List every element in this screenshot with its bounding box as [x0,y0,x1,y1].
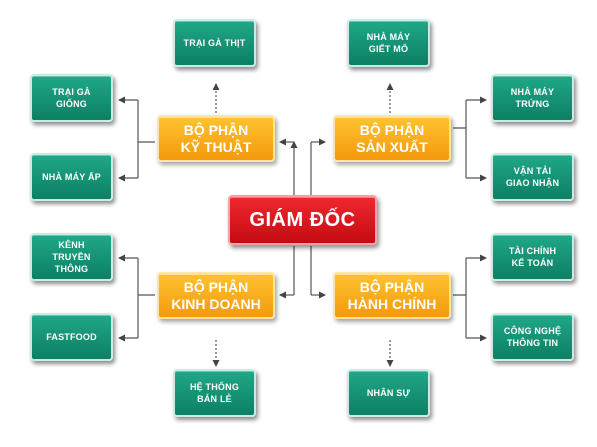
unit-van-tai-giao-nhan: VẬN TẢI GIAO NHẬN [491,153,574,201]
connector-kinh-doanh-split [137,258,155,338]
unit-he-thong-ban-le-label: HỆ THỐNG BÁN LẺ [189,382,240,404]
unit-he-thong-ban-le: HỆ THỐNG BÁN LẺ [173,369,256,417]
dept-kinh-doanh: BỘ PHẬN KINH DOANH [157,272,275,319]
ceo-box: GIÁM ĐỐC [228,195,377,245]
unit-nha-may-giet-mo: NHÀ MÁY GIẾT MỔ [347,19,430,67]
connector-ky-thuat-split [137,100,155,178]
unit-fastfood-label: FASTFOOD [46,332,97,342]
dept-hanh-chinh: BỘ PHẬN HÀNH CHÍNH [333,272,451,319]
unit-cong-nghe-thong-tin: CÔNG NGHỆ THÔNG TIN [491,313,574,361]
unit-fastfood: FASTFOOD [30,313,113,361]
unit-nha-may-trung: NHÀ MÁY TRỨNG [491,74,574,122]
ceo-label: GIÁM ĐỐC [249,208,356,231]
dept-san-xuat-label: BỘ PHẬN SẢN XUẤT [356,121,428,155]
unit-nha-may-trung-label: NHÀ MÁY TRỨNG [510,87,555,109]
unit-trai-ga-thit-label: TRẠI GÀ THỊT [183,38,246,48]
unit-nhan-su: NHÂN SỰ [347,369,430,417]
unit-nha-may-ap-label: NHÀ MÁY ẤP [42,172,101,182]
dept-san-xuat: BỘ PHẬN SẢN XUẤT [333,115,451,162]
connector-san-xuat-split [453,127,467,178]
unit-trai-ga-giong-label: TRẠI GÀ GIỐNG [52,87,91,109]
unit-tai-chinh-ke-toan-label: TÀI CHÍNH KẾ TOÁN [508,246,557,268]
unit-trai-ga-giong: TRẠI GÀ GIỐNG [30,74,113,122]
unit-kenh-truyen-thong-label: KÊNH TRUYỀN THÔNG [52,240,91,274]
unit-nhan-su-label: NHÂN SỰ [366,388,411,398]
dept-ky-thuat-label: BỘ PHẬN KỸ THUẬT [180,121,252,155]
unit-nha-may-giet-mo-label: NHÀ MÁY GIẾT MỔ [366,32,411,54]
dept-ky-thuat: BỘ PHẬN KỸ THUẬT [157,115,275,162]
unit-nha-may-ap: NHÀ MÁY ẤP [30,153,113,201]
unit-trai-ga-thit: TRẠI GÀ THỊT [173,19,256,67]
unit-tai-chinh-ke-toan: TÀI CHÍNH KẾ TOÁN [491,233,574,281]
unit-cong-nghe-thong-tin-label: CÔNG NGHỆ THÔNG TIN [503,326,562,348]
unit-van-tai-giao-nhan-label: VẬN TẢI GIAO NHẬN [505,166,560,188]
dept-hanh-chinh-label: BỘ PHẬN HÀNH CHÍNH [347,278,437,312]
unit-kenh-truyen-thong: KÊNH TRUYỀN THÔNG [30,233,113,281]
dept-kinh-doanh-label: BỘ PHẬN KINH DOANH [171,278,261,312]
connector-hanh-chinh-split [453,258,467,338]
